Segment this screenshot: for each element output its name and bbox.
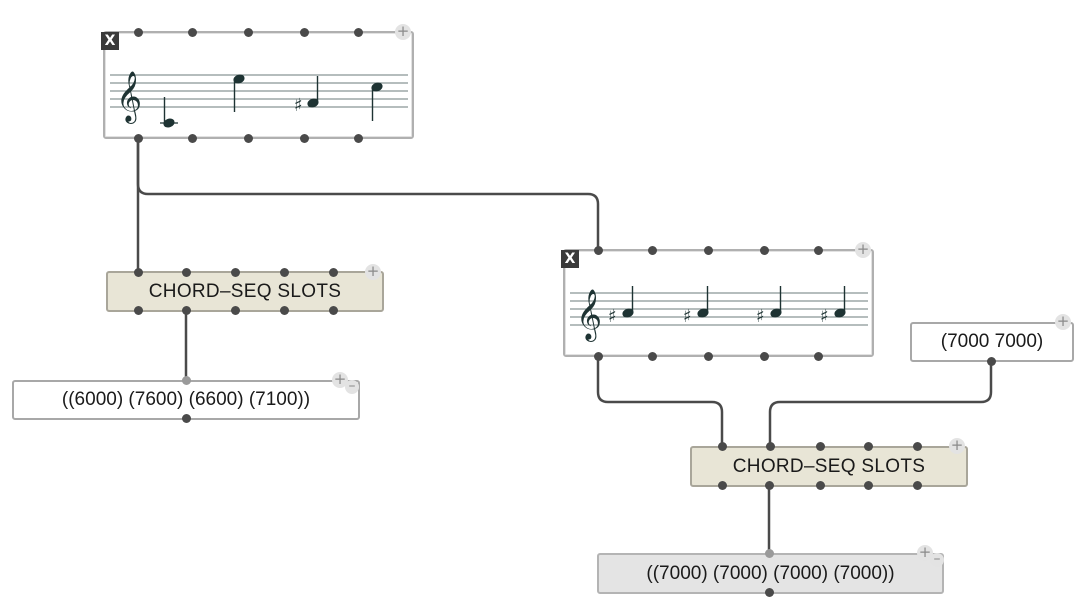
staff-notation: 𝄞 ♯ ♯ ♯ ♯ (570, 286, 868, 342)
add-input-icon[interactable]: + (1055, 312, 1071, 330)
chord-seq-slots-box[interactable]: CHORD–SEQ SLOTS (690, 446, 968, 487)
output-port[interactable] (717, 480, 727, 490)
output-port[interactable] (353, 133, 363, 143)
chord-seq-score-box[interactable]: 𝄞 ♯ (103, 31, 414, 139)
add-input-icon[interactable]: + (365, 262, 381, 280)
add-input-icon[interactable]: + (855, 240, 871, 258)
input-port[interactable] (181, 375, 191, 385)
chord-seq-slots-box[interactable]: CHORD–SEQ SLOTS (106, 271, 384, 312)
input-port[interactable] (647, 245, 657, 255)
wire-value2-to-slots2 (768, 360, 993, 448)
add-input-icon[interactable]: + (917, 543, 933, 561)
output-port[interactable] (764, 587, 774, 597)
output-port[interactable] (703, 351, 713, 361)
input-port[interactable] (181, 267, 191, 277)
input-port[interactable] (230, 267, 240, 277)
value-box-output[interactable]: ((7000) (7000) (7000) (7000)) (597, 553, 944, 594)
input-port[interactable] (703, 245, 713, 255)
sharp-icon: ♯ (294, 95, 303, 116)
sharp-icon: ♯ (608, 306, 617, 327)
input-port[interactable] (717, 441, 727, 451)
output-port[interactable] (328, 305, 338, 315)
wire-score2-to-slots2 (596, 354, 724, 448)
input-port[interactable] (133, 267, 143, 277)
output-port[interactable] (133, 133, 143, 143)
note-head (163, 118, 175, 128)
close-icon[interactable]: X (561, 250, 579, 268)
output-port[interactable] (243, 133, 253, 143)
input-port[interactable] (759, 245, 769, 255)
input-port[interactable] (328, 267, 338, 277)
add-input-icon[interactable]: + (332, 370, 348, 388)
input-port[interactable] (764, 548, 774, 558)
input-port[interactable] (813, 245, 823, 255)
add-input-icon[interactable]: + (949, 436, 965, 454)
input-port[interactable] (353, 27, 363, 37)
close-icon[interactable]: X (101, 32, 119, 50)
input-port[interactable] (765, 441, 775, 451)
output-port[interactable] (764, 480, 774, 490)
output-port[interactable] (986, 356, 996, 366)
treble-clef-icon: 𝄞 (116, 71, 142, 124)
output-port[interactable] (181, 413, 191, 423)
input-port[interactable] (187, 27, 197, 37)
output-port[interactable] (230, 305, 240, 315)
output-port[interactable] (863, 480, 873, 490)
input-port[interactable] (815, 441, 825, 451)
output-port[interactable] (912, 480, 922, 490)
output-port[interactable] (187, 133, 197, 143)
staff-notation: 𝄞 ♯ (110, 71, 408, 128)
input-port[interactable] (243, 27, 253, 37)
input-port[interactable] (279, 267, 289, 277)
output-port[interactable] (279, 305, 289, 315)
wire-score1-to-score2 (136, 136, 600, 252)
output-port[interactable] (759, 351, 769, 361)
value-box-input[interactable]: (7000 7000) (910, 322, 1074, 362)
input-port[interactable] (299, 27, 309, 37)
output-port[interactable] (647, 351, 657, 361)
add-input-icon[interactable]: + (395, 22, 411, 40)
output-port[interactable] (299, 133, 309, 143)
output-port[interactable] (815, 480, 825, 490)
input-port[interactable] (863, 441, 873, 451)
sharp-icon: ♯ (756, 306, 765, 327)
output-port[interactable] (133, 305, 143, 315)
treble-clef-icon: 𝄞 (576, 289, 602, 342)
output-port[interactable] (593, 351, 603, 361)
sharp-icon: ♯ (683, 306, 692, 327)
input-port[interactable] (593, 245, 603, 255)
input-port[interactable] (912, 441, 922, 451)
input-port[interactable] (133, 27, 143, 37)
output-port[interactable] (181, 305, 191, 315)
remove-input-icon[interactable]: – (345, 379, 359, 394)
chord-seq-score-box[interactable]: 𝄞 ♯ ♯ ♯ ♯ (563, 249, 874, 357)
remove-input-icon[interactable]: – (930, 552, 944, 567)
output-port[interactable] (813, 351, 823, 361)
sharp-icon: ♯ (820, 306, 829, 327)
